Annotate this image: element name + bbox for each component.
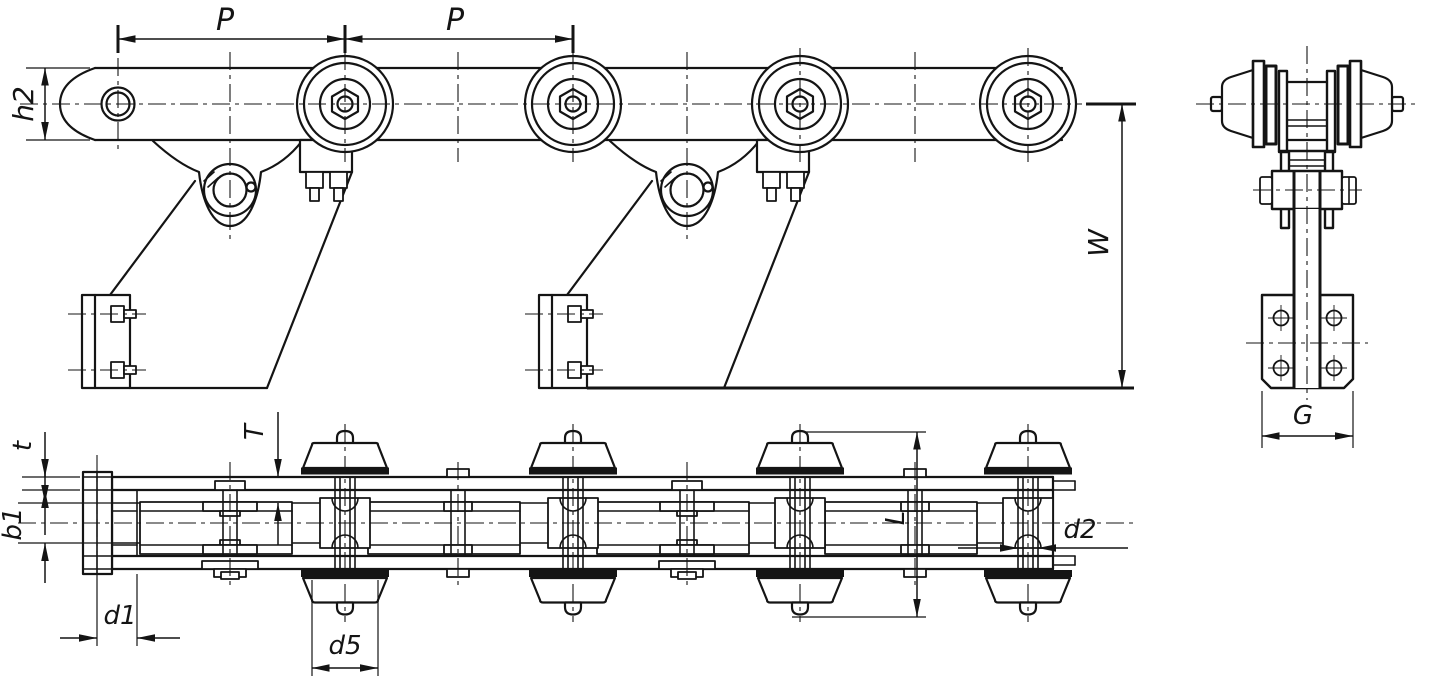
dim-d1: d1 (60, 574, 180, 646)
hanger-bar (1295, 209, 1319, 388)
trolley-wheel-right (1325, 59, 1405, 154)
dim-L: L (792, 431, 926, 618)
dim-W: W (1082, 102, 1136, 388)
dim-d5: d5 (311, 580, 379, 676)
dim-label-G: G (1293, 401, 1313, 431)
dim-b1: b1 (0, 463, 112, 583)
plan-view: t b1 T d1 d5 (0, 412, 1138, 676)
end-view: G (1196, 46, 1418, 448)
dim-label-h2: h2 (7, 86, 40, 122)
dim-label-P2: P (446, 3, 465, 38)
dim-label-d5: d5 (328, 631, 361, 661)
dim-label-T: T (240, 422, 270, 440)
dim-pitch: P P (116, 3, 575, 53)
mounting-holes (1268, 305, 1347, 381)
dim-label-P1: P (216, 3, 235, 38)
dim-label-W: W (1082, 228, 1115, 257)
dim-d2: d2 (958, 515, 1128, 552)
dim-label-d1: d1 (103, 601, 136, 631)
side-view: P P h2 W (7, 3, 1136, 390)
dim-label-t: t (8, 440, 38, 451)
dim-label-b1: b1 (0, 507, 28, 540)
trolley-wheel-left (1209, 59, 1289, 154)
dim-h2: h2 (7, 67, 90, 141)
dim-label-L: L (881, 511, 911, 526)
dim-T: T (240, 412, 282, 545)
dim-label-d2: d2 (1063, 515, 1096, 545)
dim-G: G (1261, 391, 1354, 448)
